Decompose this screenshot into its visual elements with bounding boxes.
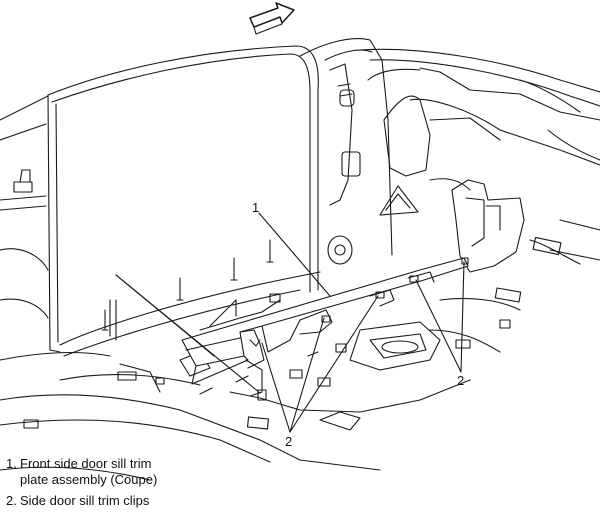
legend-item-2: 2. Side door sill trim clips [6, 493, 306, 509]
legend-number: 1. [6, 456, 17, 471]
floor-hardware [23, 293, 511, 430]
callout-2-bottom: 2 [285, 434, 292, 449]
door-opening-outline [0, 38, 393, 353]
instrument-panel [359, 48, 600, 303]
legend-number: 2. [6, 493, 17, 508]
kick-panel [429, 178, 525, 273]
legend-text: Side door sill trim clips [20, 493, 150, 508]
callout-1: 1 [252, 200, 259, 215]
legend-item-1: 1. Front side door sill trim plate assem… [6, 456, 306, 488]
sill-studs [59, 239, 321, 357]
legend: 1. Front side door sill trim plate assem… [6, 456, 306, 509]
callout-2-right: 2 [457, 373, 464, 388]
callout-leaders [115, 212, 465, 433]
arrow-right-icon [249, 2, 295, 35]
sill-trim-plate [181, 257, 469, 401]
hinge-pillar [327, 63, 431, 265]
floor-pan [0, 297, 521, 481]
legend-text: Front side door sill trim plate assembly… [20, 456, 158, 487]
rear-quarter-trim [0, 169, 111, 361]
